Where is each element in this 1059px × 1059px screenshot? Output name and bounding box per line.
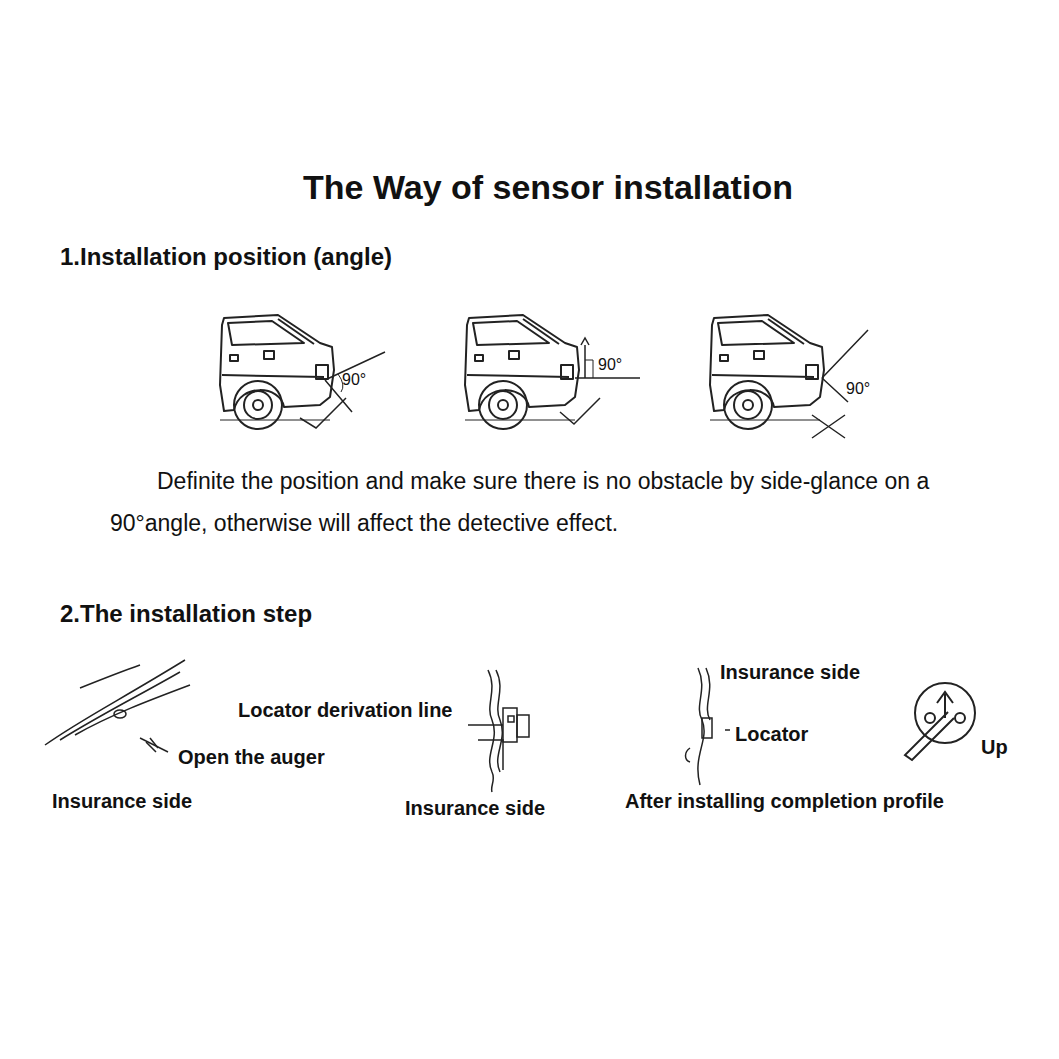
part-label: Open the auger [178,746,325,769]
part-label: Insurance side [720,661,860,684]
part-label: Insurance side [52,790,192,813]
angle-label: 90° [846,380,870,398]
section-heading: 2.The installation step [60,600,312,628]
instruction-note: Definite the position and make sure ther… [110,460,1015,544]
part-label: Insurance side [405,797,545,820]
angle-label: 90° [598,356,622,374]
part-label: Locator derivation line [238,699,452,722]
part-label: Locator [735,723,808,746]
angle-label: 90° [342,371,366,389]
part-label: After installing completion profile [625,790,944,813]
page-title: The Way of sensor installation [303,168,793,207]
section-heading: 1.Installation position (angle) [60,243,392,271]
part-label: Up [981,736,1008,759]
